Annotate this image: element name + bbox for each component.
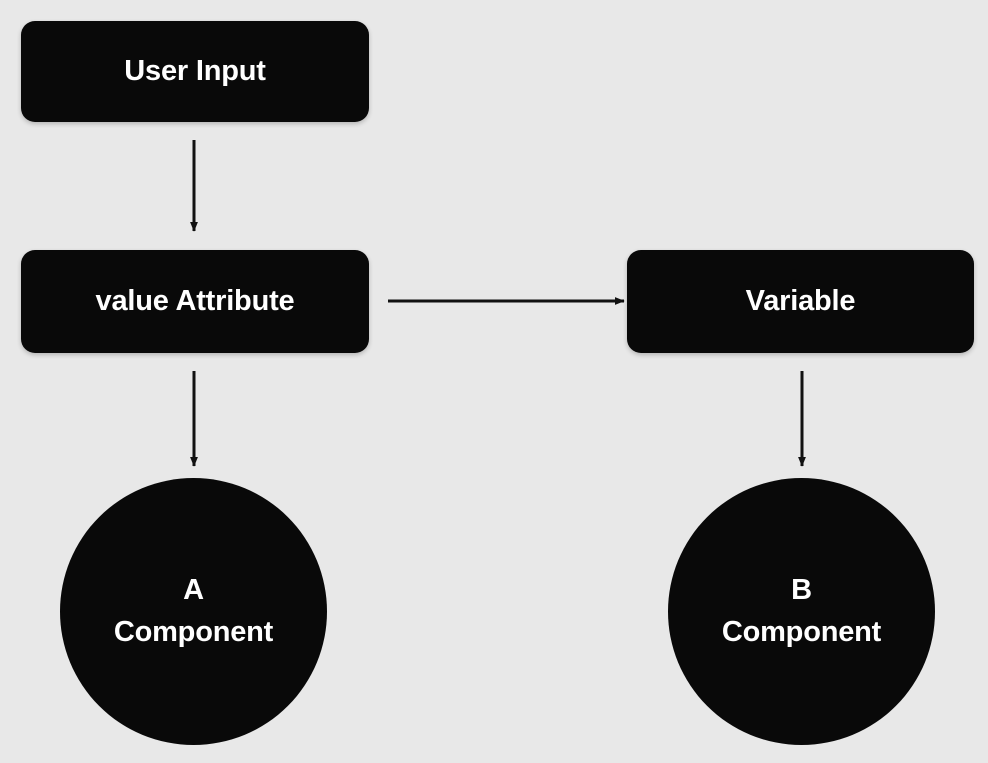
node-user-input-label: User Input	[124, 54, 266, 87]
node-value-attribute-label: value Attribute	[95, 284, 295, 317]
node-a-component-label-line1: A	[183, 574, 204, 607]
node-a-component[interactable]: A Component	[60, 478, 327, 745]
node-a-component-label-line2: Component	[113, 615, 274, 648]
node-b-component[interactable]: B Component	[668, 478, 935, 745]
node-value-attribute[interactable]: value Attribute	[21, 250, 369, 353]
node-user-input[interactable]: User Input	[21, 21, 369, 122]
node-variable[interactable]: Variable	[627, 250, 974, 353]
node-variable-label: Variable	[745, 284, 856, 317]
node-b-component-label-line2: Component	[721, 615, 882, 648]
node-b-component-label-line1: B	[791, 574, 812, 607]
